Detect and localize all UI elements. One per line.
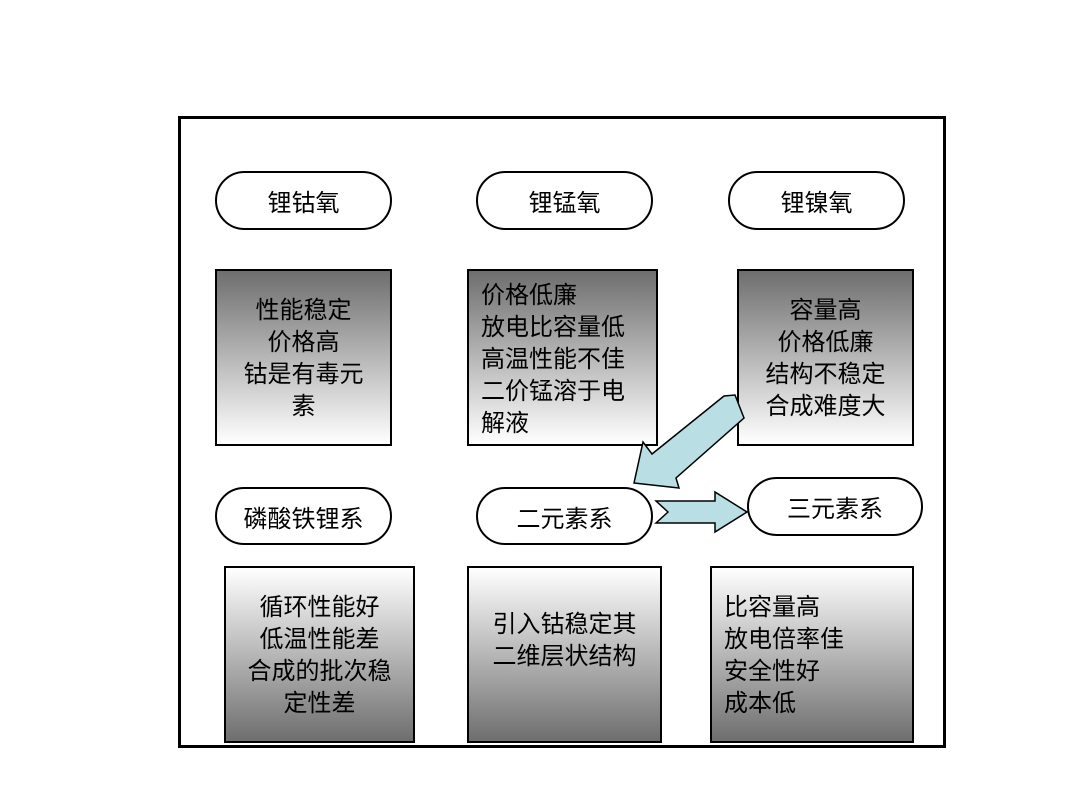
desc-lifepo4: 循环性能好 低温性能差 合成的批次稳 定性差 — [224, 566, 415, 743]
desc-line: 比容量高 — [724, 592, 820, 621]
diagram-frame — [178, 116, 946, 748]
label-licoo: 锂钴氧 — [215, 171, 392, 230]
desc-line: 循环性能好 — [259, 592, 380, 621]
desc-limno: 价格低廉 放电比容量低 高温性能不佳 二价锰溶于电 解液 — [467, 269, 658, 446]
desc-line: 素 — [291, 391, 316, 420]
desc-line: 二维层状结构 — [492, 642, 637, 670]
desc-ternary: 比容量高 放电倍率佳 安全性好 成本低 — [710, 566, 914, 743]
desc-binary: 引入钴稳定其 二维层状结构 — [467, 566, 662, 743]
desc-line: 成本低 — [724, 688, 796, 717]
desc-line: 价格高 — [267, 327, 340, 356]
desc-line: 解液 — [481, 409, 529, 437]
label-binary: 二元素系 — [476, 487, 653, 545]
desc-line: 低温性能差 — [259, 624, 380, 653]
desc-line: 合成的批次稳 — [247, 656, 392, 685]
arrow-binary-to-ternary — [654, 490, 749, 534]
desc-line: 引入钴稳定其 — [492, 610, 637, 638]
desc-line: 价格低廉 — [777, 327, 874, 356]
desc-line: 结构不稳定 — [765, 359, 886, 388]
desc-line: 合成难度大 — [765, 391, 886, 420]
desc-line: 二价锰溶于电 — [481, 377, 625, 405]
desc-linio: 容量高 价格低廉 结构不稳定 合成难度大 — [737, 269, 914, 446]
desc-line: 放电比容量低 — [481, 313, 625, 341]
desc-line: 钴是有毒元 — [243, 359, 364, 388]
label-linio: 锂镍氧 — [728, 171, 905, 230]
desc-line: 放电倍率佳 — [724, 624, 844, 653]
desc-line: 定性差 — [283, 688, 356, 717]
desc-line: 价格低廉 — [481, 281, 577, 309]
desc-licoo: 性能稳定 价格高 钴是有毒元 素 — [215, 269, 392, 446]
desc-line: 性能稳定 — [255, 295, 352, 324]
label-lifepo4: 磷酸铁锂系 — [215, 487, 392, 545]
desc-line: 高温性能不佳 — [481, 345, 625, 373]
arrow-nickel-to-binary — [633, 394, 745, 489]
label-ternary: 三元素系 — [747, 477, 923, 536]
desc-line: 容量高 — [789, 295, 862, 324]
label-limno: 锂锰氧 — [476, 171, 653, 230]
desc-line: 安全性好 — [724, 656, 820, 685]
